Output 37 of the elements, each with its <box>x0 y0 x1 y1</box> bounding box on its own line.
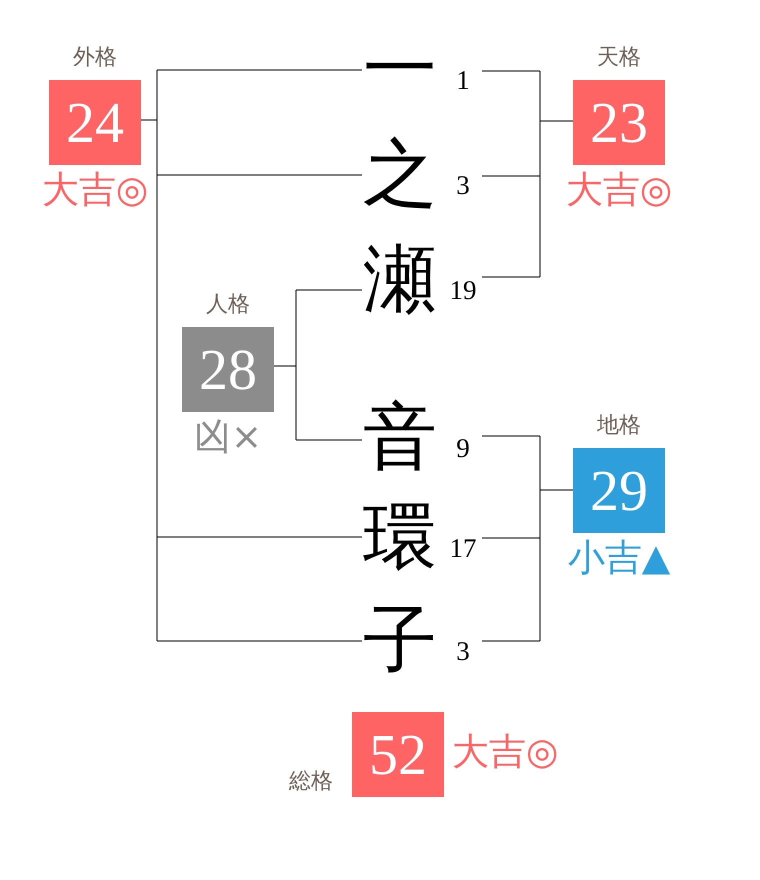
bracket-line <box>482 70 540 72</box>
bracket-line <box>274 290 296 440</box>
stroke-count: 1 <box>456 64 470 96</box>
name-character: 瀬 <box>362 240 438 320</box>
bracket-line <box>482 276 540 278</box>
score-box: 29 <box>573 448 665 533</box>
score-box: 28 <box>182 327 274 412</box>
fortune-label: 大吉◎ <box>42 168 148 212</box>
score-box: 52 <box>352 712 444 797</box>
fortune-label: 大吉◎ <box>452 730 558 774</box>
grade-heading: 天格 <box>597 44 641 72</box>
grade-heading: 外格 <box>73 44 117 72</box>
name-character: 之 <box>362 135 438 215</box>
name-character: 子 <box>362 601 438 681</box>
grade-heading: 地格 <box>597 412 641 440</box>
bracket-line <box>540 436 574 642</box>
score-box: 24 <box>49 80 141 165</box>
fortune-label: 大吉◎ <box>566 168 672 212</box>
name-character: 一 <box>362 30 438 110</box>
bracket-line <box>156 174 362 176</box>
name-character: 音 <box>362 398 438 478</box>
stroke-count: 3 <box>456 169 470 201</box>
bracket-line <box>482 640 540 642</box>
stroke-count: 3 <box>456 635 470 667</box>
name-character: 環 <box>362 498 438 578</box>
bracket-line <box>140 70 158 642</box>
grade-heading: 総格 <box>289 768 333 796</box>
fortune-label: 小吉▲ <box>568 536 670 580</box>
stroke-count: 19 <box>450 274 476 306</box>
bracket-line <box>156 640 362 642</box>
fortune-label: 凶× <box>194 415 262 459</box>
score-box: 23 <box>573 80 665 165</box>
stroke-count: 9 <box>456 432 470 464</box>
grade-heading: 人格 <box>206 291 250 319</box>
bracket-line <box>156 536 362 538</box>
stroke-count: 17 <box>450 532 476 564</box>
bracket-line <box>540 70 574 278</box>
